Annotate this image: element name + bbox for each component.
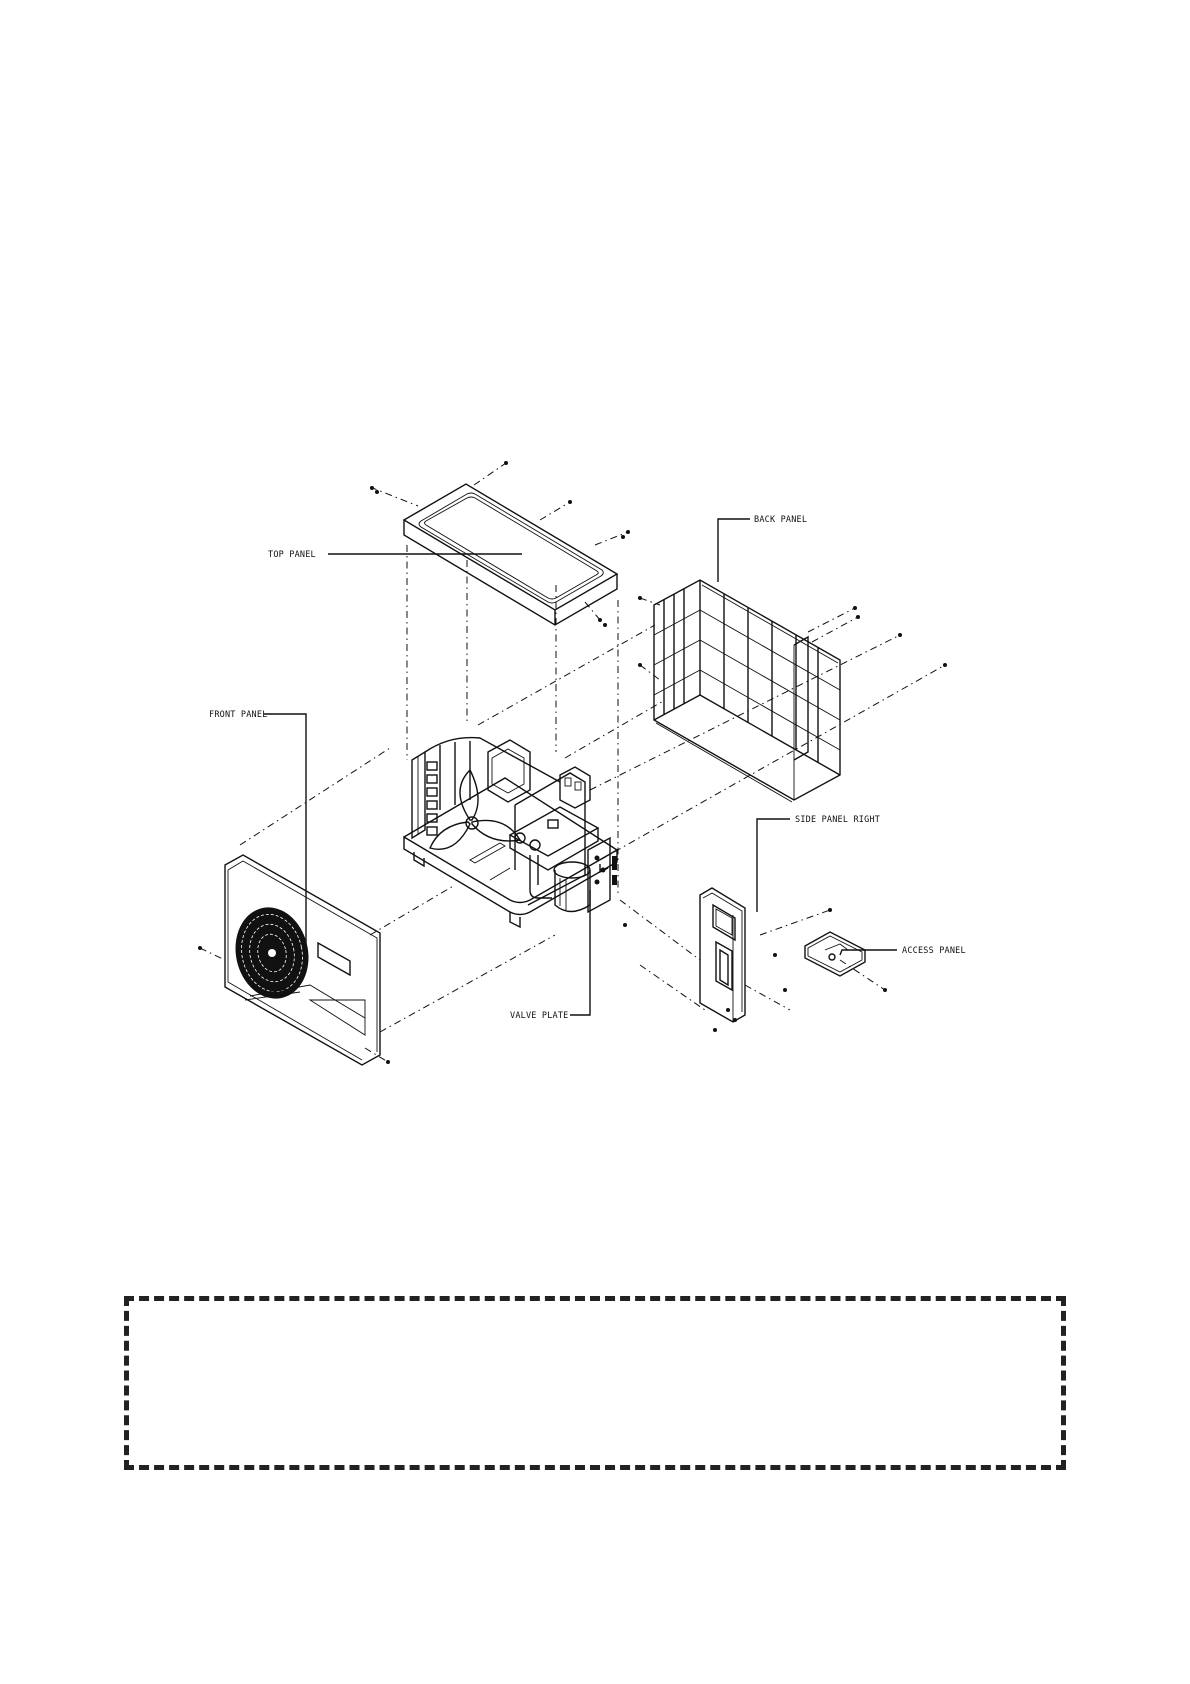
access-panel — [805, 932, 865, 976]
label-back-panel: BACK PANEL — [754, 515, 807, 525]
base-chassis — [404, 738, 617, 927]
label-front-panel: FRONT PANEL — [209, 710, 268, 720]
note-box — [124, 1296, 1066, 1470]
label-access-panel: ACCESS PANEL — [902, 946, 966, 956]
leader-lines — [264, 519, 897, 1015]
label-side-panel-right: SIDE PANEL RIGHT — [795, 815, 880, 825]
label-top-panel: TOP PANEL — [268, 550, 316, 560]
side-panel-right — [700, 888, 745, 1022]
coil-fins — [427, 762, 437, 835]
fan-icon — [430, 770, 520, 849]
back-panel — [654, 580, 840, 802]
front-panel — [225, 855, 380, 1065]
label-valve-plate: VALVE PLATE — [510, 1011, 569, 1021]
valve-plate — [588, 838, 617, 912]
